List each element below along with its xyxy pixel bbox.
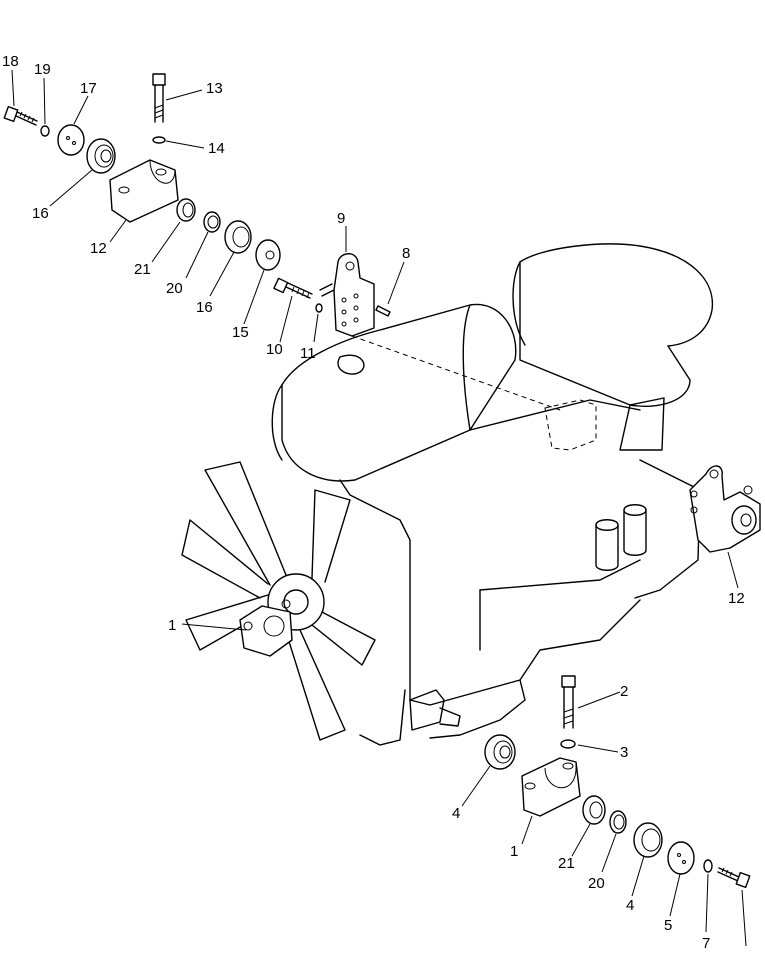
- callout-12-right: 12: [728, 590, 745, 607]
- bolt-2: [561, 675, 576, 729]
- callout-16-second: 16: [196, 299, 213, 316]
- cap-17: [57, 124, 85, 156]
- callout-11: 11: [300, 345, 316, 362]
- bracket-12-top: [109, 159, 179, 223]
- cushion-16-second: [224, 220, 252, 254]
- plate-15: [255, 239, 281, 271]
- callout-17: 17: [80, 80, 97, 97]
- bracket-12-right: [689, 465, 761, 553]
- cushion-4-first: [484, 734, 516, 770]
- bolt-18: [3, 105, 38, 126]
- engine-body: [271, 243, 714, 746]
- callout-3: 3: [620, 744, 628, 761]
- washer-7: [703, 859, 713, 873]
- callout-13: 13: [206, 80, 223, 97]
- callout-4-first: 4: [452, 805, 460, 822]
- callout-16-top: 16: [32, 205, 49, 222]
- callout-5: 5: [664, 917, 672, 934]
- callout-labels: 18 19 17 13 14 16 12 21 20 16 15 9 8 10 …: [2, 53, 745, 952]
- bolt-10: [273, 277, 313, 299]
- bracket-1-lower: [521, 757, 581, 817]
- callout-12-top: 12: [90, 240, 107, 257]
- callout-20-top: 20: [166, 280, 183, 297]
- pin-8: [375, 305, 391, 317]
- leader-lines: [11, 69, 747, 947]
- cap-5: [667, 841, 695, 875]
- callout-8: 8: [402, 245, 410, 262]
- callout-20-lower: 20: [588, 875, 605, 892]
- upper-left-mount-parts: [3, 73, 391, 337]
- callout-2: 2: [620, 683, 628, 700]
- washer-19: [40, 125, 50, 137]
- callout-14: 14: [208, 140, 225, 157]
- washer-11: [315, 303, 323, 313]
- lower-right-mount-parts: [484, 675, 751, 889]
- cooling-fan: [181, 461, 376, 741]
- callout-1-left: 1: [168, 617, 176, 634]
- callout-4-second: 4: [626, 897, 634, 914]
- cushion-16-top: [86, 138, 116, 174]
- ring-21-top: [176, 198, 196, 222]
- callout-21-lower: 21: [558, 855, 575, 872]
- bolt-6: [717, 867, 751, 889]
- callout-19: 19: [34, 61, 51, 78]
- callout-15: 15: [232, 324, 249, 341]
- callout-7: 7: [702, 935, 710, 952]
- callout-10: 10: [266, 341, 283, 358]
- bracket-9: [319, 253, 375, 337]
- cushion-4-second: [633, 822, 663, 858]
- callout-18: 18: [2, 53, 19, 70]
- washer-3: [560, 739, 576, 749]
- bolt-13: [152, 73, 166, 123]
- callout-9: 9: [337, 210, 345, 227]
- callout-21-top: 21: [134, 261, 151, 278]
- washer-14: [152, 136, 166, 144]
- callout-1-lower: 1: [510, 843, 518, 860]
